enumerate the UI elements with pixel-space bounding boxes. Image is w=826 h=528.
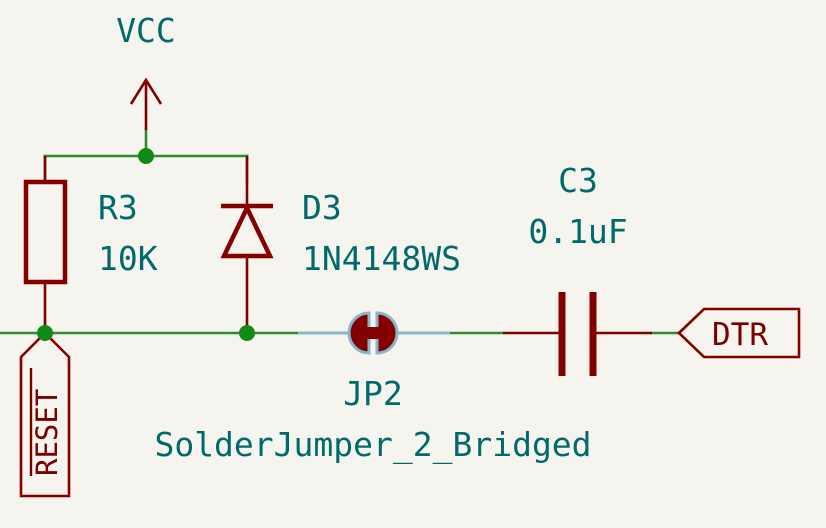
jumper-bridge-icon [366, 327, 380, 339]
reset-label-flag-icon [19, 331, 71, 498]
net-label-dtr[interactable]: DTR [677, 307, 801, 359]
diode-d3[interactable]: D3 1N4148WS [220, 156, 461, 333]
net-label-reset[interactable]: RESET [19, 331, 71, 498]
junctions [37, 148, 255, 341]
junction-dot [239, 325, 255, 341]
diode-triangle-icon [220, 202, 274, 259]
d3-value-label: 1N4148WS [302, 239, 461, 278]
jumper-pad-right-icon [375, 311, 399, 355]
c3-value-label: 0.1uF [528, 212, 627, 251]
capacitor-c3[interactable]: C3 0.1uF [503, 161, 652, 376]
vcc-power-port[interactable]: VCC [116, 11, 176, 130]
jumper-pad-left-icon [347, 311, 371, 355]
jp2-value-label: SolderJumper_2_Bridged [154, 425, 591, 465]
vcc-label: VCC [116, 11, 176, 50]
vcc-arrow-icon [129, 77, 163, 105]
resistor-body-icon [23, 179, 68, 285]
junction-dot [138, 148, 154, 164]
d3-ref-label: D3 [302, 188, 342, 227]
reset-label-text: RESET [30, 389, 64, 476]
r3-value-label: 10K [98, 239, 158, 278]
jp2-ref-label: JP2 [343, 374, 403, 413]
dtr-label-flag-icon [677, 307, 801, 359]
solder-jumper-jp2[interactable]: JP2 SolderJumper_2_Bridged [154, 311, 592, 465]
junction-dot [37, 325, 53, 341]
dtr-label-text: DTR [712, 317, 768, 353]
resistor-r3[interactable]: R3 10K [23, 156, 158, 333]
r3-ref-label: R3 [98, 188, 138, 227]
c3-ref-label: C3 [558, 161, 598, 200]
